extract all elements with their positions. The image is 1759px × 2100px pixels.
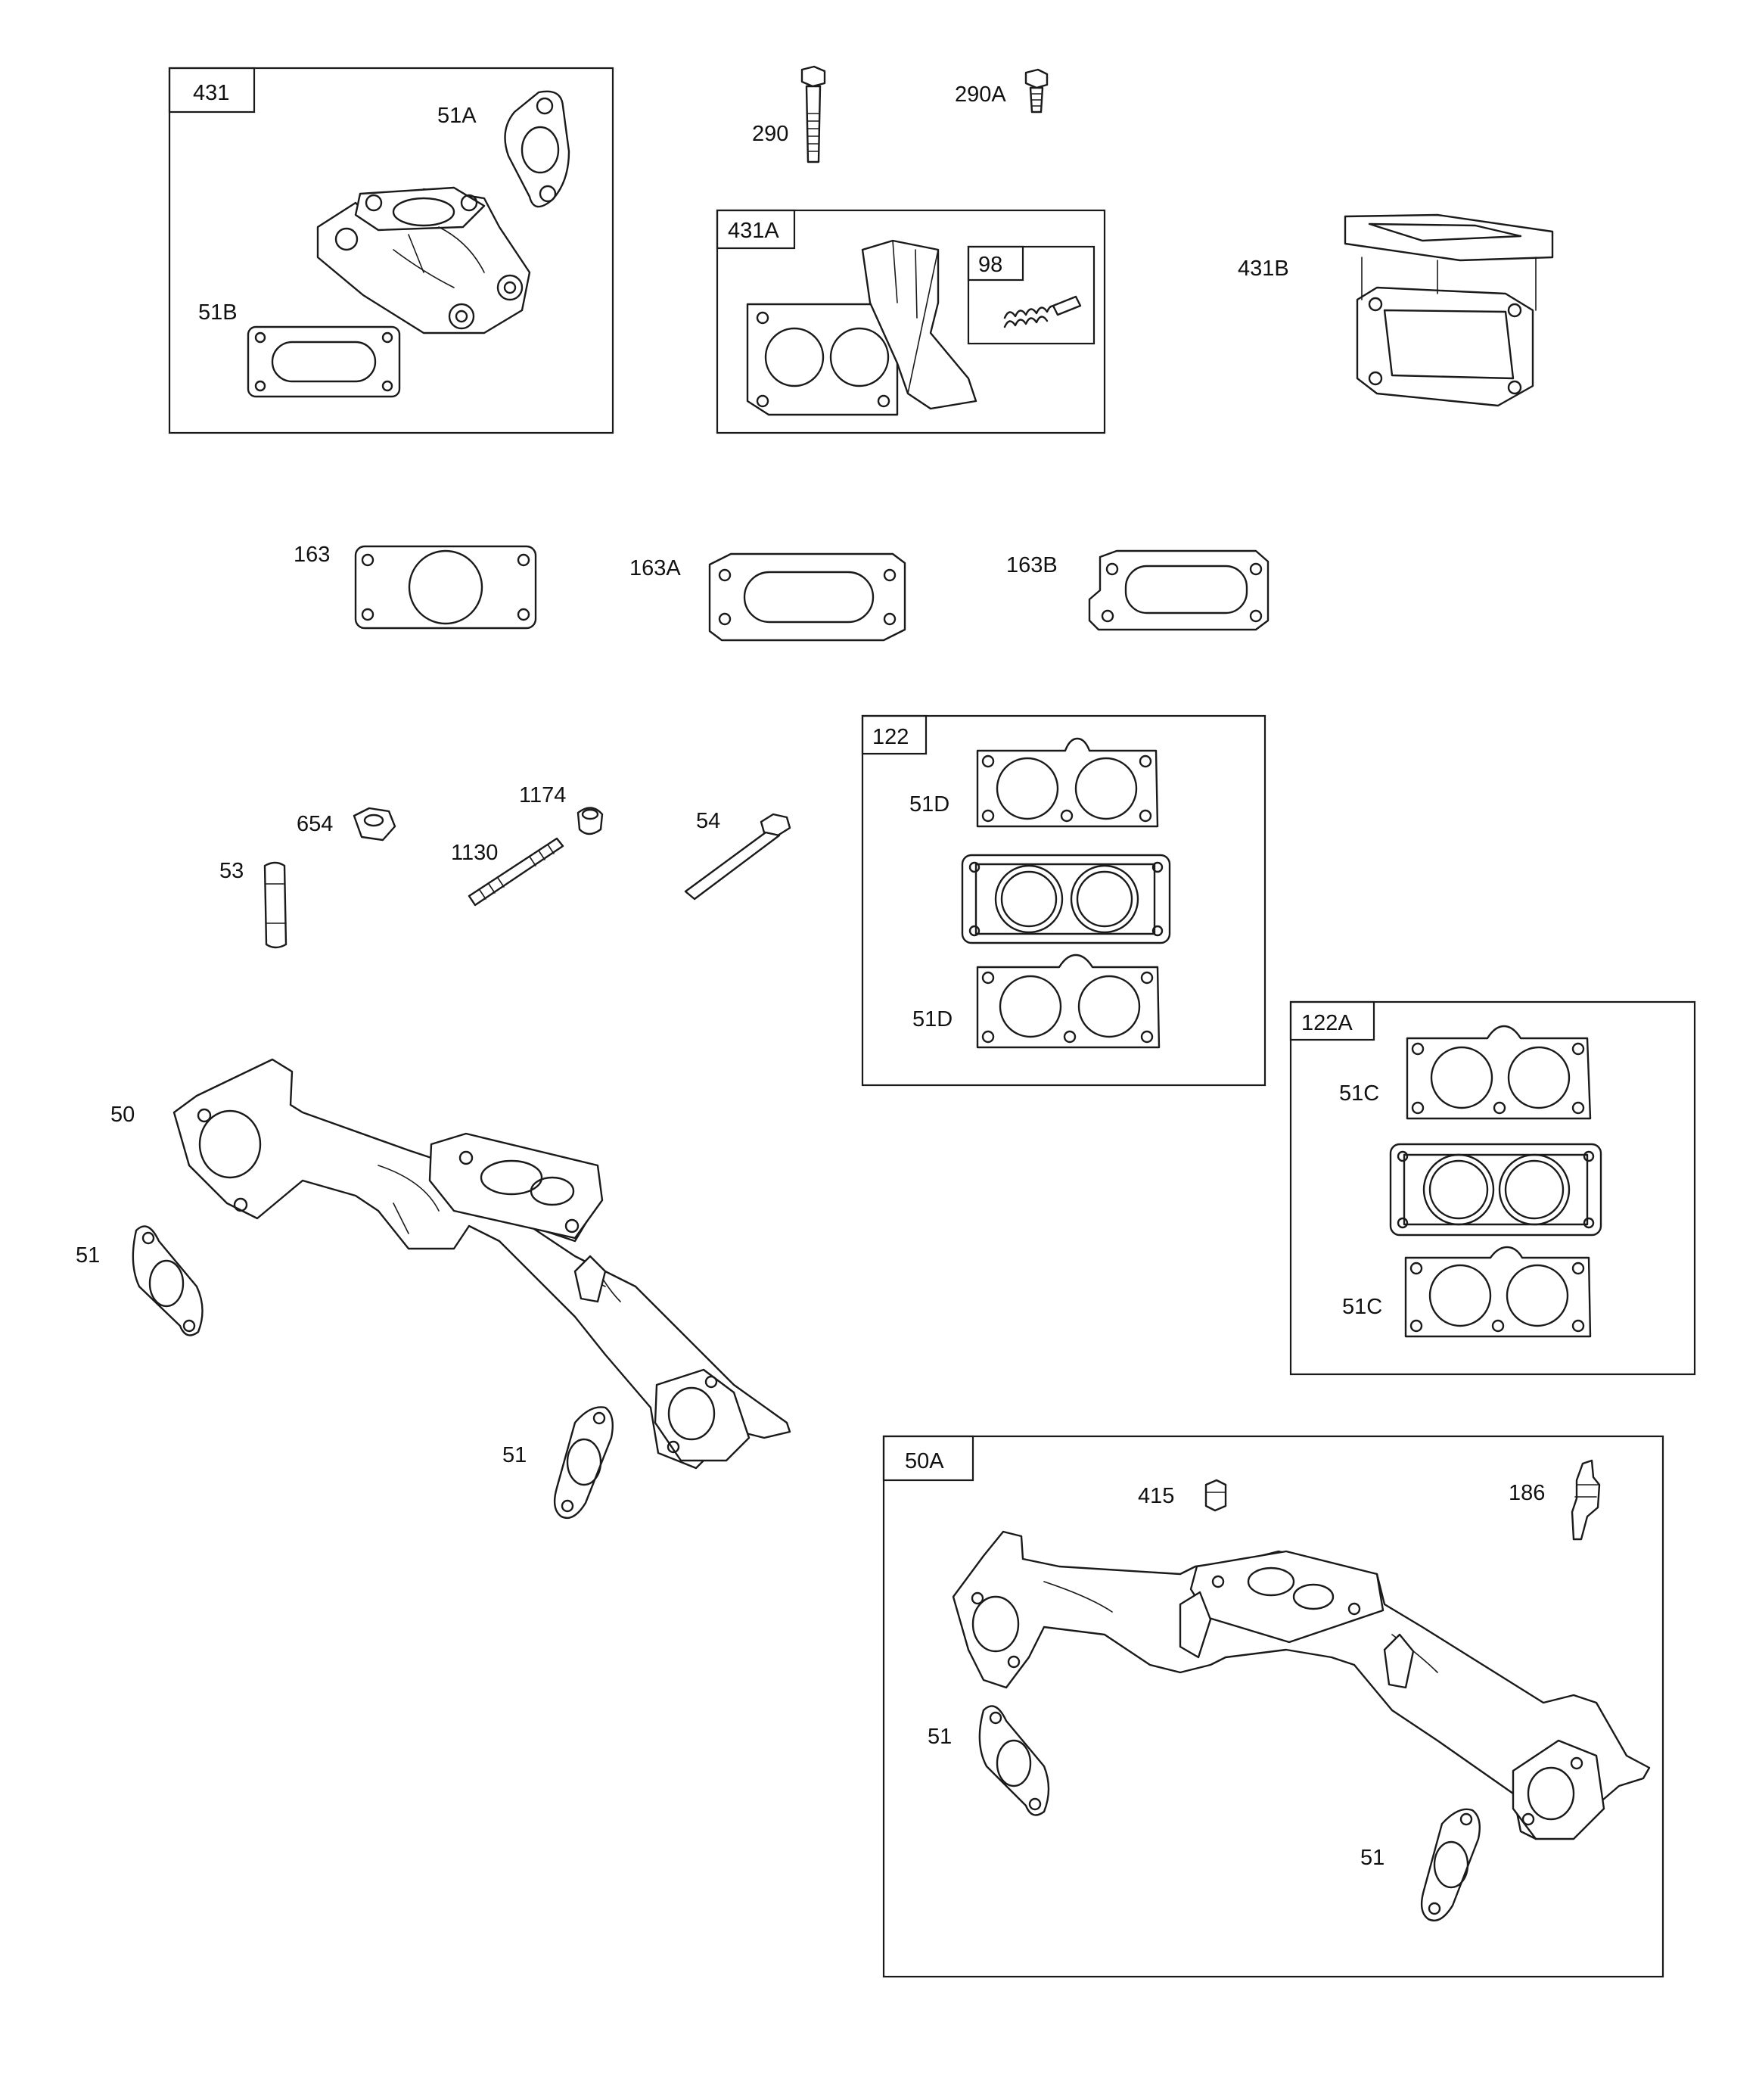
part-53-label: 53 <box>219 859 244 883</box>
part-51C-bottom-label: 51C <box>1342 1295 1382 1319</box>
gasket-51B-drawing <box>247 325 401 398</box>
gasket-51A-drawing <box>504 90 570 208</box>
group-431A-tab <box>716 209 796 250</box>
part-163A-label: 163A <box>629 556 681 580</box>
gasket-51C-bottom-drawing <box>1404 1246 1592 1338</box>
manifold-431-drawing <box>316 186 531 334</box>
part-54-label: 54 <box>696 809 720 833</box>
group-122: 122 51D 51D <box>861 714 1266 1087</box>
part-51-left-label: 51 <box>76 1243 100 1268</box>
part-51B-label: 51B <box>198 300 238 325</box>
group-50A-frame <box>882 1435 1664 1978</box>
group-122-frame <box>861 714 1266 1087</box>
group-98-label: 98 <box>978 253 1002 277</box>
bolt-290: 290 <box>752 65 826 163</box>
plug-415-drawing <box>1204 1479 1227 1512</box>
gasket-163: 163 <box>294 543 537 630</box>
group-122A-tab <box>1289 1000 1375 1041</box>
group-122-label: 122 <box>872 725 909 749</box>
part-51-middle-label: 51 <box>502 1443 527 1467</box>
gasket-51D-top-drawing <box>976 737 1159 828</box>
part-51C-top-label: 51C <box>1339 1081 1379 1106</box>
nut-654: 654 <box>297 807 396 842</box>
manifold-431A-drawing <box>746 239 977 416</box>
group-122A: 122A 51C 51C <box>1289 1000 1696 1376</box>
part-1130-label: 1130 <box>451 841 498 865</box>
fitting-186-drawing <box>1571 1459 1601 1541</box>
group-50A-tab <box>882 1435 974 1482</box>
insulator-122A-middle-drawing <box>1389 1143 1602 1237</box>
group-122-tab <box>861 714 928 755</box>
gasket-51-middle: 51 <box>502 1406 614 1520</box>
group-431A-frame <box>716 209 1106 434</box>
group-50A-label: 50A <box>905 1449 944 1473</box>
group-122A-label: 122A <box>1301 1011 1353 1035</box>
group-431A-label: 431A <box>728 219 779 243</box>
part-50-label: 50 <box>110 1103 135 1127</box>
bolt-290A: 290A <box>955 68 1049 114</box>
part-1174-label: 1174 <box>519 783 566 807</box>
part-654-label: 654 <box>297 812 333 836</box>
group-431-label: 431 <box>193 81 229 105</box>
group-98-tab <box>967 245 1024 282</box>
part-186-label: 186 <box>1509 1481 1545 1505</box>
part-163B-label: 163B <box>1006 553 1058 577</box>
gasket-163B: 163B <box>1006 549 1270 631</box>
part-431B-label: 431B <box>1238 257 1289 281</box>
group-122A-frame <box>1289 1000 1696 1376</box>
gasket-51D-bottom-drawing <box>976 954 1161 1049</box>
pin-53: 53 <box>219 859 287 949</box>
manifold-50A-drawing <box>952 1530 1651 1840</box>
part-51D-top-label: 51D <box>909 792 949 817</box>
gasket-51C-top-drawing <box>1406 1025 1592 1120</box>
gasket-51-50A-left-drawing <box>978 1705 1050 1816</box>
stud-1130: 1130 <box>451 837 564 907</box>
part-51-50A-left-label: 51 <box>928 1725 952 1749</box>
spacer-1174: 1174 <box>519 783 604 835</box>
group-431-frame <box>168 67 614 434</box>
part-163-label: 163 <box>294 543 330 567</box>
part-290-label: 290 <box>752 122 788 146</box>
gasket-51-50A-right-drawing <box>1420 1808 1481 1922</box>
group-431-tab <box>168 67 256 114</box>
spring-screw-98-drawing <box>1003 295 1082 328</box>
group-50A: 50A 415 186 51 <box>882 1435 1664 1978</box>
group-431: 431 51A 51B <box>168 67 614 434</box>
group-98-frame <box>967 245 1095 345</box>
gasket-163A: 163A <box>629 552 906 642</box>
group-431A: 431A 98 <box>716 209 1106 434</box>
insulator-122-middle-drawing <box>961 854 1171 944</box>
manifold-50: 50 <box>110 1058 791 1470</box>
manifold-431B: 431B <box>1238 213 1554 407</box>
gasket-51-left: 51 <box>76 1225 204 1336</box>
part-415-label: 415 <box>1138 1484 1174 1508</box>
part-51A-label: 51A <box>437 104 477 128</box>
part-51D-bottom-label: 51D <box>912 1007 953 1031</box>
part-51-50A-right-label: 51 <box>1360 1846 1385 1870</box>
bolt-54: 54 <box>684 809 791 901</box>
part-290A-label: 290A <box>955 82 1006 107</box>
